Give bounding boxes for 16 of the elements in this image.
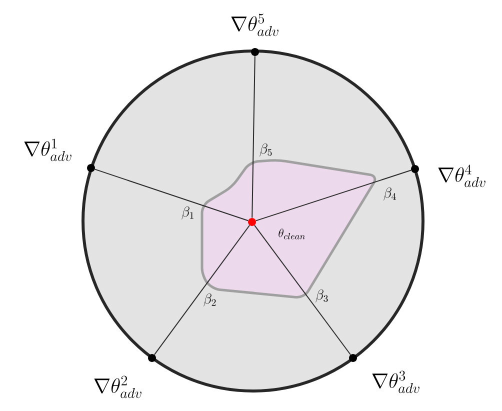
point-label: $\nabla\theta^{2}_{adv}$ <box>94 376 142 398</box>
connector-line <box>252 56 256 218</box>
edge-label: $\beta_1$ <box>182 206 194 220</box>
point-label: $\theta_{clean}$ <box>278 228 306 240</box>
point-label: $\nabla\theta^{3}_{adv}$ <box>372 370 420 394</box>
connector-line <box>154 224 250 356</box>
connector-line <box>254 224 351 356</box>
edge-label: $\beta_2$ <box>204 293 216 306</box>
connector-line <box>256 170 412 222</box>
point-label: $\nabla\theta^{4}_{adv}$ <box>438 164 486 188</box>
point-label: $\nabla\theta^{1}_{adv}$ <box>24 138 72 162</box>
point-label: $\nabla\theta^{5}_{adv}$ <box>231 14 278 36</box>
connector-line <box>94 168 249 222</box>
edge-label: $\beta_5$ <box>260 143 272 156</box>
edge-label: $\beta_4$ <box>384 187 396 200</box>
edge-label: $\beta_3$ <box>316 289 328 302</box>
